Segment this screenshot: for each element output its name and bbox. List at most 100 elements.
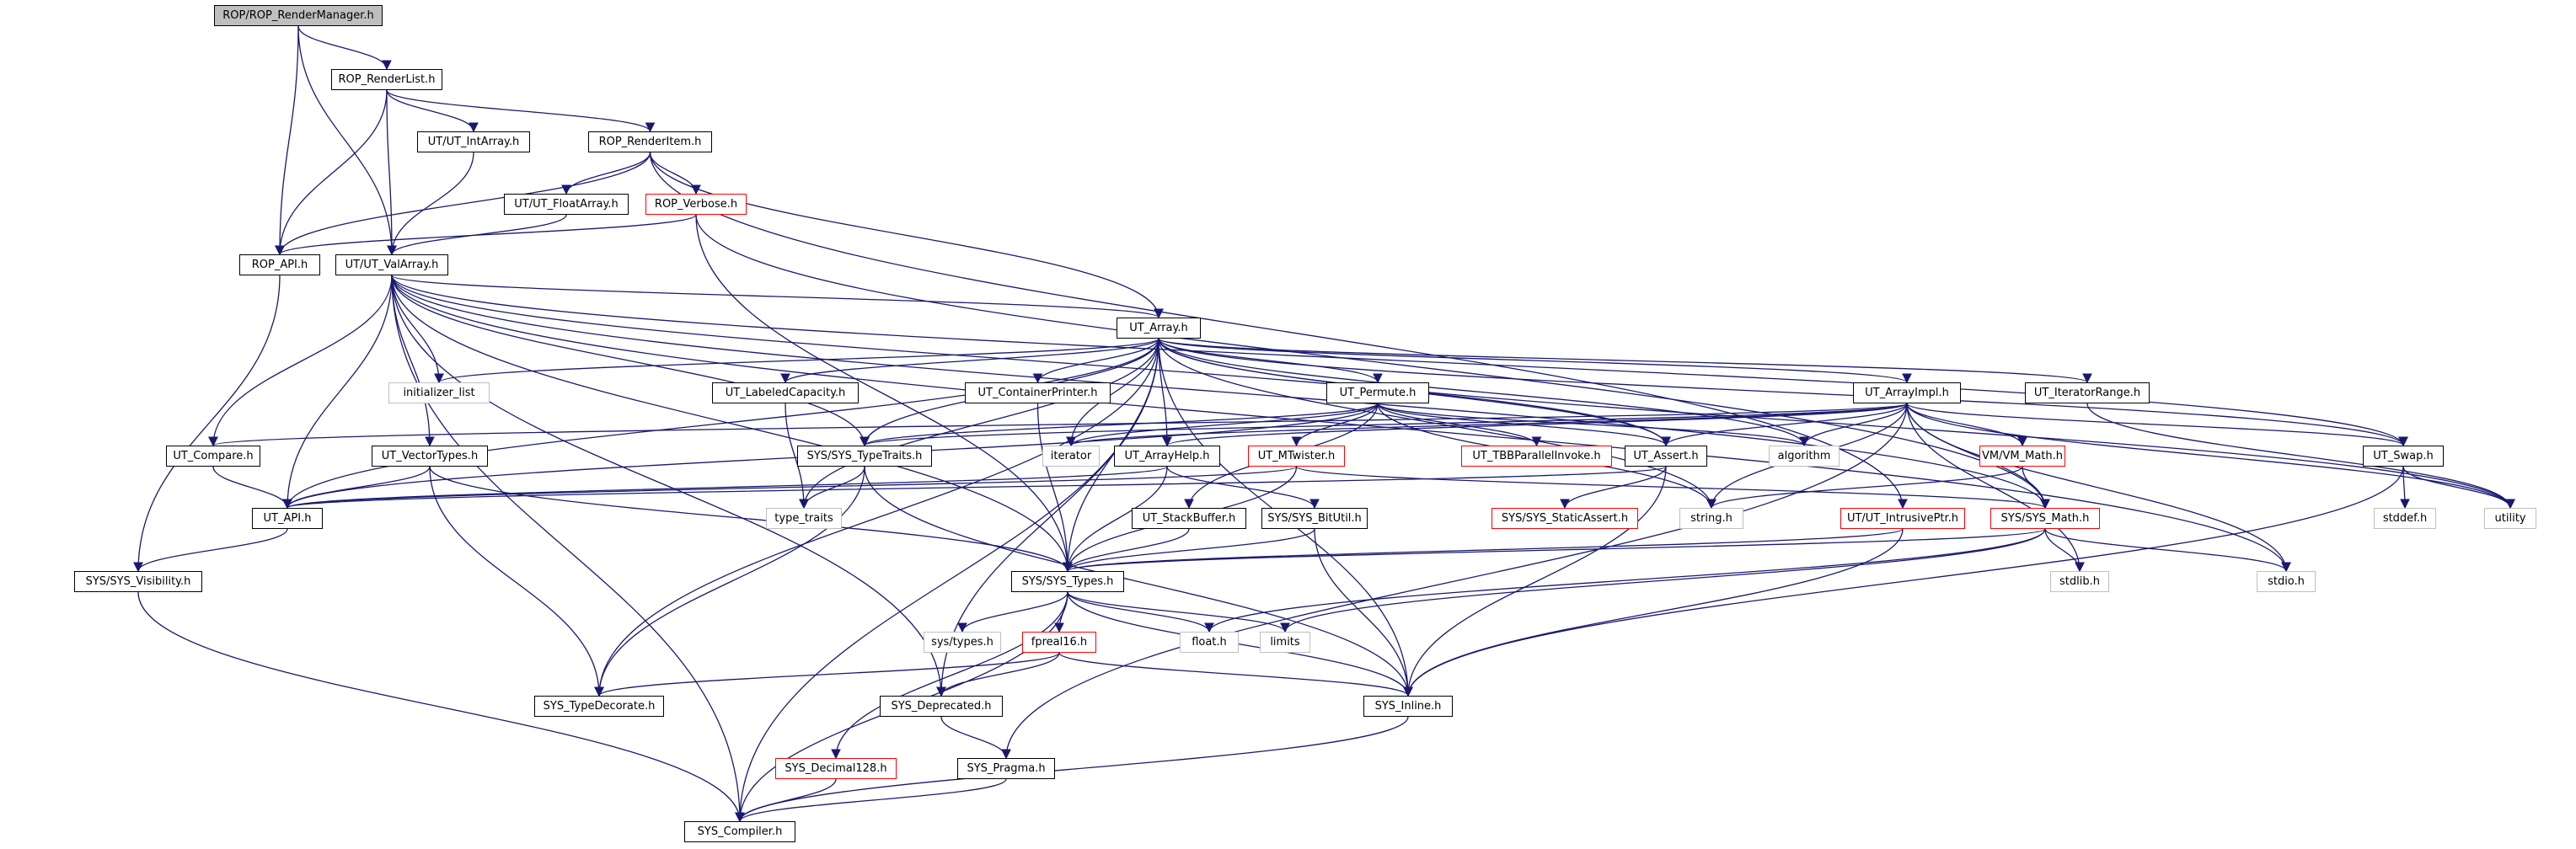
node-sys-typetraits[interactable]: SYS/SYS_TypeTraits.h [797,446,932,467]
node-ut-api[interactable]: UT_API.h [252,508,323,529]
node-label: UT_Array.h [1129,322,1188,334]
edge-rop-renderitem-to-ut-floatarray [561,152,651,195]
edge-rop-renderitem-to-ut-array [649,152,1164,319]
edge-rop-renderlist-to-rop-renderitem [386,89,656,133]
node-label: UT_IteratorRange.h [2033,387,2141,399]
edge-ut-permute-to-algorithm [1377,403,1809,447]
edge-rop-renderlist-to-rop-api [275,89,388,256]
node-stddef[interactable]: stddef.h [2374,508,2436,529]
edge-ut-array-to-ut-iteratorrange [1158,338,2092,384]
node-ut-array[interactable]: UT_Array.h [1117,318,1201,339]
edge-vm-math-to-string-h [1706,466,2023,510]
node-ut-floatarray[interactable]: UT/UT_FloatArray.h [504,194,629,215]
node-sys-visibility[interactable]: SYS/SYS_Visibility.h [74,571,202,592]
edge-rop-rendermanager-to-ut-valarray [297,25,397,256]
node-ut-labeledcapacity[interactable]: UT_LabeledCapacity.h [712,382,859,403]
node-label: string.h [1690,512,1733,525]
node-ut-arrayimpl[interactable]: UT_ArrayImpl.h [1853,382,1961,403]
node-ut-intarray[interactable]: UT/UT_IntArray.h [417,131,530,152]
node-ut-iteratorrange[interactable]: UT_IteratorRange.h [2025,382,2150,403]
edge-sys-math-to-stdlib [2044,528,2085,573]
node-label: UT_Permute.h [1339,387,1417,399]
node-label: UT/UT_ValArray.h [345,259,439,271]
edge-ut-intrusiveptr-to-sys-types [1063,528,1904,573]
node-ut-arrayhelp[interactable]: UT_ArrayHelp.h [1114,446,1220,467]
node-label: UT_ContainerPrinter.h [977,387,1098,399]
node-sys-compiler[interactable]: SYS_Compiler.h [684,821,795,842]
edge-sys-pragma-to-sys-compiler [735,778,1007,823]
node-label: SYS_Decimal128.h [785,762,887,775]
node-label: stdlib.h [2059,575,2100,588]
edge-sys-types-to-limits [1067,591,1290,633]
node-rop-rendermanager[interactable]: ROP/ROP_RenderManager.h [214,5,383,26]
node-string-h[interactable]: string.h [1679,508,1743,529]
edge-sys-types-to-sys-types-h [957,591,1068,633]
node-stdio[interactable]: stdio.h [2257,571,2316,592]
node-rop-renderitem[interactable]: ROP_RenderItem.h [588,131,712,152]
edge-ut-valarray-to-sys-deprecated [391,275,946,697]
node-sys-decimal128[interactable]: SYS_Decimal128.h [775,758,897,779]
node-sys-types-h[interactable]: sys/types.h [924,632,1001,653]
edge-ut-arrayimpl-to-stdio [1906,403,2291,573]
node-ut-assert[interactable]: UT_Assert.h [1625,446,1707,467]
node-sys-inline[interactable]: SYS_Inline.h [1363,696,1453,717]
edge-rop-renderitem-to-rop-api [275,152,651,256]
node-ut-permute[interactable]: UT_Permute.h [1326,382,1429,403]
node-fpreal16[interactable]: fpreal16.h [1022,632,1096,653]
node-sys-bitutil[interactable]: SYS/SYS_BitUtil.h [1261,508,1368,529]
node-rop-verbose[interactable]: ROP_Verbose.h [645,194,747,215]
edge-ut-assert-to-sys-inline [1403,466,1667,697]
node-ut-containerprinter[interactable]: UT_ContainerPrinter.h [965,382,1111,403]
node-ut-tbbparallelinvoke[interactable]: UT_TBBParallelInvoke.h [1461,446,1612,467]
edge-ut-swap-to-utility [2402,466,2515,510]
edge-ut-assert-to-ut-api [282,466,1667,510]
node-sys-math[interactable]: SYS/SYS_Math.h [1990,508,2100,529]
node-ut-mtwister[interactable]: UT_MTwister.h [1248,446,1345,467]
node-ut-intrusiveptr[interactable]: UT/UT_IntrusivePtr.h [1840,508,1965,529]
node-utility[interactable]: utility [2484,508,2536,529]
edge-ut-array-to-type-traits [799,338,1159,510]
node-label: ROP/ROP_RenderManager.h [222,9,374,22]
node-float-h[interactable]: float.h [1180,632,1239,653]
edge-ut-array-to-sys-typedecorate [594,338,1159,697]
node-ut-valarray[interactable]: UT/UT_ValArray.h [335,254,448,275]
node-label: SYS/SYS_Visibility.h [85,575,191,588]
node-initializer-list[interactable]: initializer_list [388,382,490,403]
node-algorithm[interactable]: algorithm [1769,446,1840,467]
edge-ut-arrayimpl-to-ut-swap [1906,403,2408,447]
node-ut-compare[interactable]: UT_Compare.h [166,446,260,467]
node-sys-types[interactable]: SYS/SYS_Types.h [1011,571,1124,592]
edge-ut-arrayhelp-to-sys-bitutil [1166,466,1320,510]
node-iterator[interactable]: iterator [1042,446,1100,467]
edge-ut-permute-to-ut-mtwister [1291,403,1379,447]
node-ut-vectortypes[interactable]: UT_VectorTypes.h [372,446,488,467]
node-label: UT/UT_IntArray.h [427,136,520,148]
edge-rop-rendermanager-to-rop-api [275,25,299,256]
edge-ut-arrayimpl-to-algorithm [1799,403,1908,447]
edge-sys-math-to-sys-types [1063,528,2046,573]
edge-sys-typetraits-to-type-traits [799,466,865,510]
node-stdlib[interactable]: stdlib.h [2050,571,2109,592]
edge-ut-intrusiveptr-to-sys-inline [1403,528,1904,697]
node-label: iterator [1050,450,1092,462]
node-sys-pragma[interactable]: SYS_Pragma.h [957,758,1055,779]
edge-ut-labeledcapacity-to-type-traits [785,403,809,510]
node-ut-stackbuffer[interactable]: UT_StackBuffer.h [1132,508,1246,529]
node-rop-api[interactable]: ROP_API.h [239,254,320,275]
node-limits[interactable]: limits [1260,632,1310,653]
node-type-traits[interactable]: type_traits [766,508,842,529]
node-sys-deprecated[interactable]: SYS_Deprecated.h [880,696,1003,717]
node-label: UT_Swap.h [2373,450,2434,462]
edge-ut-valarray-to-sys-typetraits [391,275,870,447]
node-label: UT_StackBuffer.h [1142,512,1236,525]
edge-ut-valarray-to-ut-swap [391,275,2408,447]
edge-fpreal16-to-sys-inline [1058,652,1413,697]
node-rop-renderlist[interactable]: ROP_RenderList.h [331,69,442,90]
node-sys-staticassert[interactable]: SYS/SYS_StaticAssert.h [1492,508,1638,529]
node-ut-swap[interactable]: UT_Swap.h [2363,446,2444,467]
edge-ut-swap-to-stddef [2400,466,2410,510]
node-vm-math[interactable]: VM/VM_Math.h [1979,446,2065,467]
node-sys-typedecorate[interactable]: SYS_TypeDecorate.h [534,696,664,717]
node-label: SYS/SYS_Types.h [1021,575,1114,588]
edge-sys-types-to-float-h [1067,591,1214,633]
